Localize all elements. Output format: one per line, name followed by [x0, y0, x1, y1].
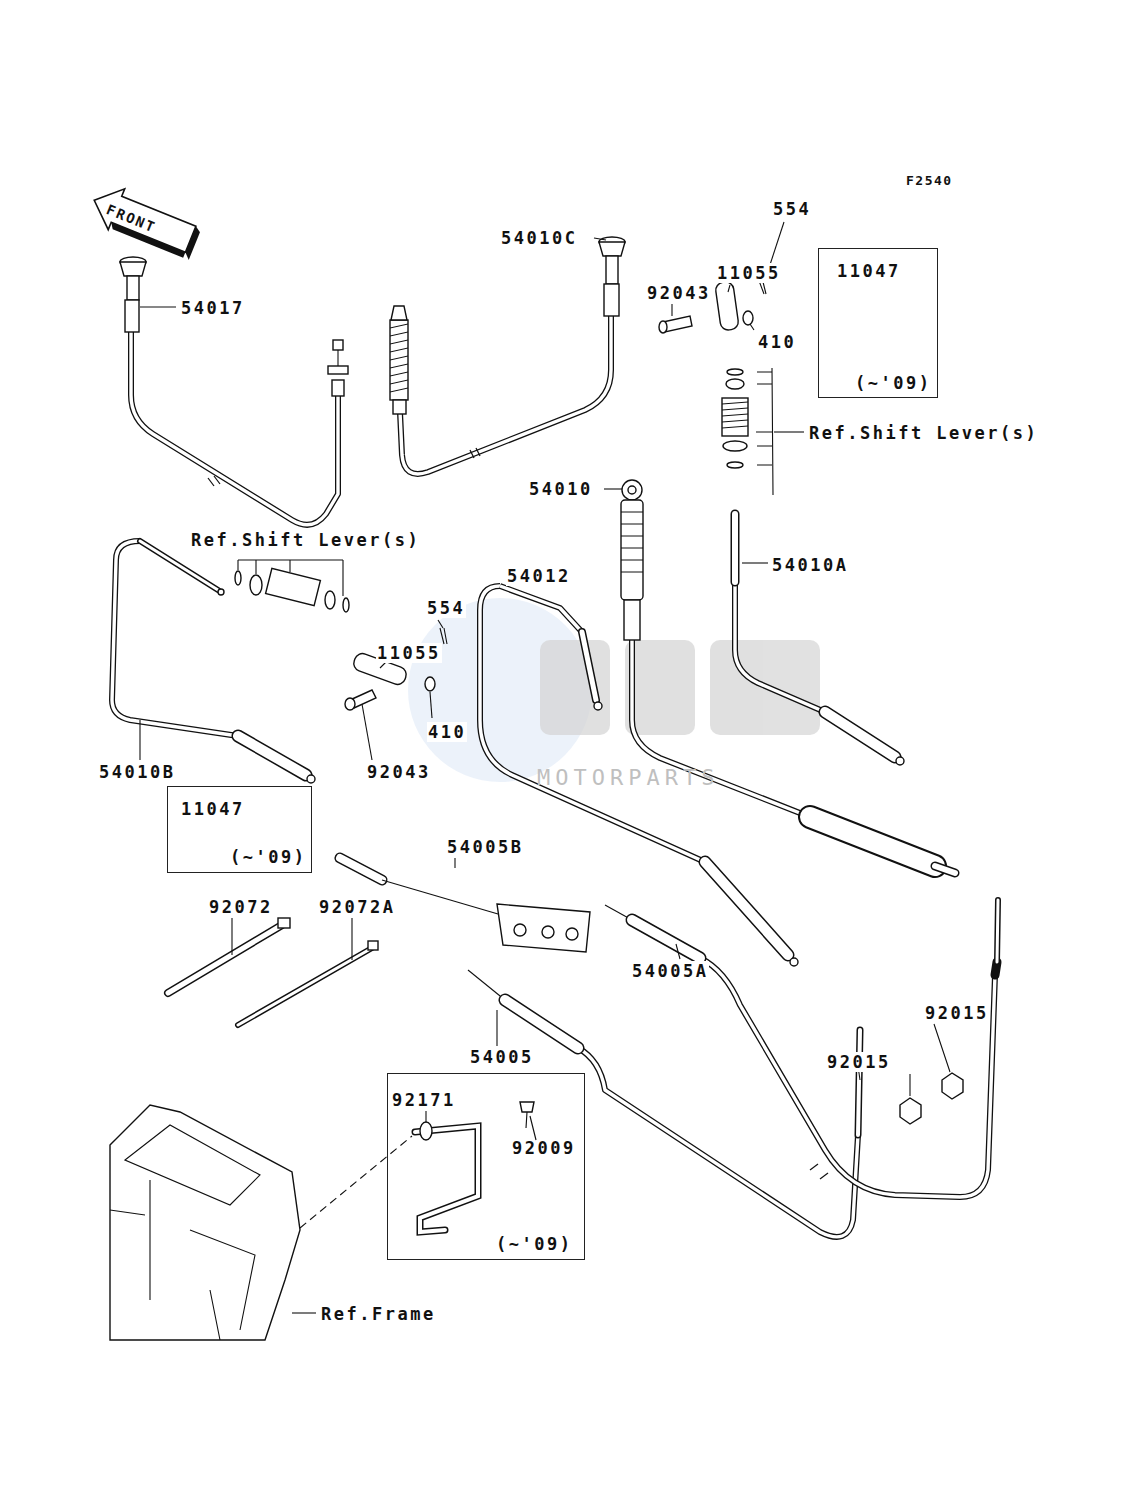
leader-lines — [140, 222, 950, 1313]
part-number: 54010B — [98, 762, 176, 782]
part-number: 11047 — [837, 261, 901, 281]
part-number: 92171 — [392, 1090, 456, 1110]
part-number: 54010 — [528, 479, 594, 499]
part-number: 54005A — [631, 961, 709, 981]
watermark: MOTORPARTS — [536, 768, 720, 788]
cable-fittings — [110, 237, 998, 1340]
cables — [112, 316, 995, 1237]
part-number: 11055 — [716, 263, 782, 283]
year-note: (~'09) — [230, 847, 306, 867]
part-number: 54012 — [506, 566, 572, 586]
reference-note: Ref.Shift Lever(s) — [190, 530, 421, 550]
part-number: 11055 — [376, 643, 442, 663]
reference-note: Ref.Shift Lever(s) — [808, 423, 1039, 443]
part-number: 11047 — [181, 799, 245, 819]
part-number: 54017 — [180, 298, 246, 318]
figure-code: F2540 — [905, 171, 954, 191]
year-note: (~'09) — [496, 1234, 572, 1254]
year-note: (~'09) — [855, 373, 931, 393]
part-number: 54005 — [469, 1047, 535, 1067]
watermark-letters — [540, 640, 820, 735]
part-number: 92015 — [924, 1003, 990, 1023]
front-arrow — [86, 180, 204, 262]
inset-box: 11047 (~'09) — [818, 248, 938, 398]
part-number: 92072 — [208, 897, 274, 917]
part-number: 92043 — [646, 283, 712, 303]
inset-box: 11047 (~'09) — [167, 786, 312, 873]
part-number: 410 — [427, 722, 467, 742]
part-number: 54010C — [500, 228, 578, 248]
part-number: 410 — [757, 332, 797, 352]
part-number: 54010A — [771, 555, 849, 575]
inset-box: 92171 92009 (~'09) — [387, 1073, 585, 1260]
part-number: 554 — [772, 199, 812, 219]
part-number: 92043 — [366, 762, 432, 782]
part-number: 92009 — [512, 1138, 576, 1158]
part-number: 92015 — [826, 1052, 892, 1072]
part-number: 54005B — [446, 837, 524, 857]
part-number: 92072A — [318, 897, 396, 917]
reference-note: Ref.Frame — [320, 1304, 437, 1324]
part-number: 554 — [426, 598, 466, 618]
